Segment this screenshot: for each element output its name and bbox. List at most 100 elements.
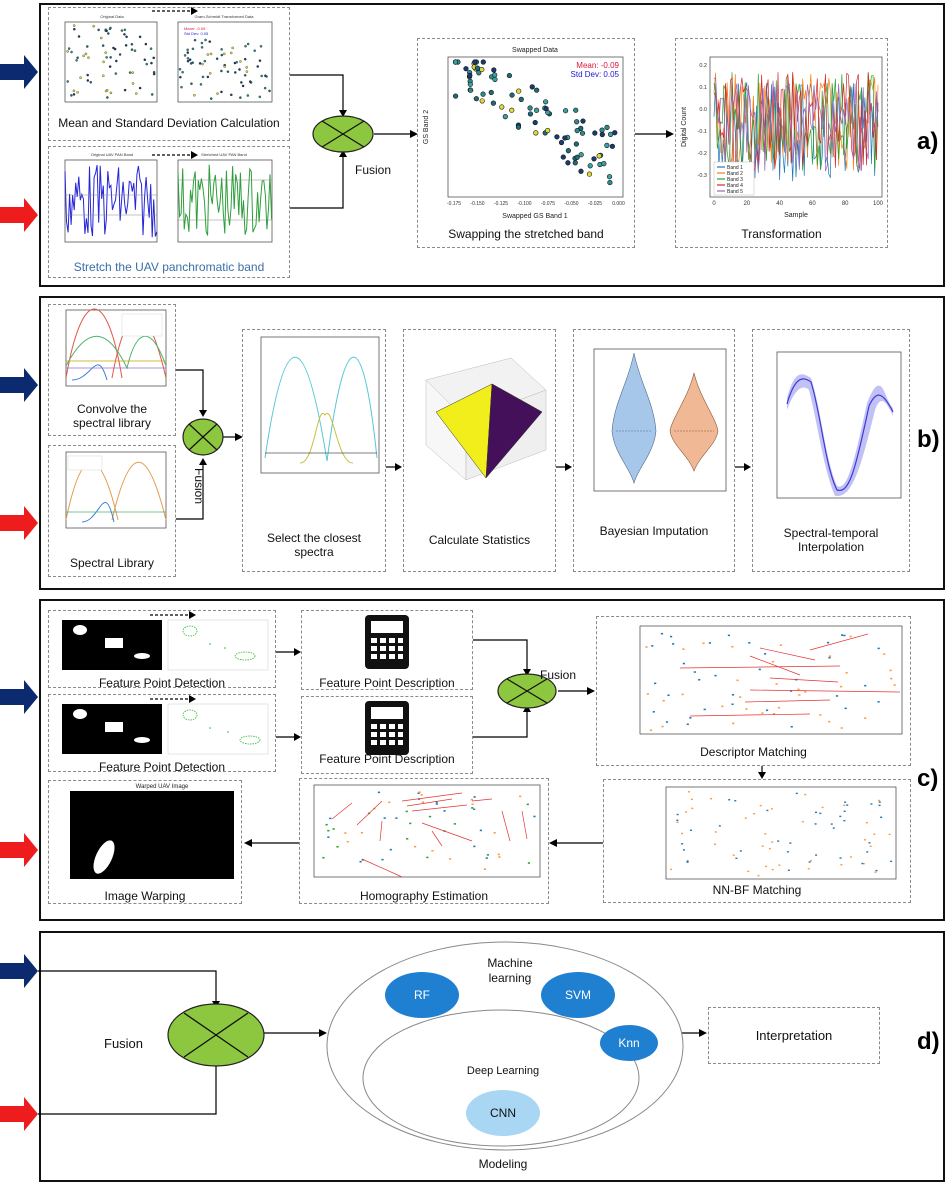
fusion-symbol-b [182,418,224,456]
blue-input-arrow-a [0,55,38,89]
interp-caption: Spectral-temporal Interpolation [783,526,879,554]
closest-caption: Select the closest spectra [266,531,362,559]
bayesian-violin-plot [593,348,727,492]
fusion-label-a: Fusion [355,163,392,177]
svg-text:Band 2: Band 2 [727,171,743,177]
library-caption: Spectral Library [69,556,155,570]
bayesian-box [573,329,735,572]
panel-b-connectors [176,369,751,520]
svg-text:0: 0 [712,201,716,207]
feature-detection-plot-2 [62,703,269,755]
dashed-arrow-icon [152,151,198,159]
interpolation-box [752,329,910,572]
svg-text:80: 80 [842,201,849,207]
describe-caption-1: Feature Point Description [319,676,455,690]
svg-text:Std Dev: 0.05: Std Dev: 0.05 [184,31,209,36]
mean-std-caption: Mean and Standard Deviation Calculation [58,116,280,130]
bayes-caption: Bayesian Imputation [599,524,709,538]
warp-caption: Image Warping [104,889,186,903]
svg-text:-0.175: -0.175 [447,201,461,207]
svg-text:Band 1: Band 1 [727,165,743,171]
modeling-label: Modeling [478,1157,528,1171]
swap-std: Std Dev: 0.05 [571,70,620,79]
svg-text:Band 5: Band 5 [727,189,743,195]
fusion-label-d: Fusion [104,1036,144,1051]
interpolation-line-plot [776,351,902,499]
svg-text:-0.100: -0.100 [517,201,531,207]
svg-text:-0.150: -0.150 [470,201,484,207]
swap-ylabel: GS Band 2 [423,110,430,144]
stats-caption: Calculate Statistics [428,533,531,547]
homography-plot [313,784,541,878]
interpretation-label: Interpretation [755,1028,833,1043]
svg-text:-0.125: -0.125 [494,201,508,207]
closest-spectra-plot [260,336,380,474]
rf-node: RF [385,972,459,1018]
fusion-label-c: Fusion [540,668,577,682]
svg-text:Mean: -0.05: Mean: -0.05 [184,26,206,31]
svg-text:60: 60 [809,201,816,207]
homography-box [299,778,549,904]
svg-text:0.000: 0.000 [612,201,625,207]
svg-text:100: 100 [873,201,884,207]
calculator-icon [365,701,409,755]
red-input-arrow-d [0,1097,38,1131]
descriptor-matching-box [596,616,911,766]
svg-text:-0.050: -0.050 [564,201,578,207]
svg-text:-0.2: -0.2 [698,151,707,157]
stretch-caption: Stretch the UAV panchromatic band [73,260,265,274]
svg-text:20: 20 [743,201,750,207]
trans-xlabel: Sample [784,212,808,219]
uav-pan-band-plot: Original UAV PAN Band [64,152,158,243]
dashed-arrow-icon [150,695,196,703]
svm-node: SVM [541,972,615,1018]
fusion-label-b: Fusion [192,468,206,505]
svg-text:-0.025: -0.025 [588,201,602,207]
gs-transformed-scatter: Gram-Schmidt Transformed Data Mean: -0.0… [177,14,273,103]
spectral-library-plot [65,451,167,529]
fusion-symbol-a [312,115,374,153]
fusion-symbol-d [167,1003,265,1067]
plot-uav-title: Original UAV PAN Band [91,152,133,157]
red-input-arrow-a [0,198,38,232]
svg-text:-0.1: -0.1 [698,129,707,135]
trans-ylabel: Digital Count [681,107,688,147]
calculator-icon [365,615,409,669]
panel-d-tag: d) [917,1028,940,1055]
feature-detection-plot-1 [62,619,269,671]
swap-title: Swapped Data [512,47,558,54]
swap-mean: Mean: -0.09 [576,61,619,70]
svg-text:Band 3: Band 3 [727,177,743,183]
nnbf-matching-box [603,779,911,903]
svg-text:-0.3: -0.3 [698,173,707,179]
describe-caption-2: Feature Point Description [319,752,455,766]
panel-a-connectors [290,74,674,209]
match-caption: Descriptor Matching [700,745,807,759]
plot-original-title: Original Data [100,14,124,19]
statistics-surface-plot [425,357,547,481]
dl-label: Deep Learning [466,1065,540,1077]
swap-caption: Swapping the stretched band [448,227,604,241]
homography-caption: Homography Estimation [359,889,489,903]
svg-text:Band 4: Band 4 [727,183,743,189]
blue-input-arrow-b [0,368,38,402]
detect-caption-2: Feature Point Detection [98,760,226,774]
knn-node: Knn [600,1025,658,1061]
swapped-data-scatter: Swapped Data Mean: -0.09 Std Dev: 0.05 -… [423,47,625,220]
red-input-arrow-c [0,833,38,867]
interpretation-box [708,1007,880,1064]
cnn-node: CNN [466,1090,540,1136]
dashed-arrow-icon [152,7,198,15]
convolved-spectra-plot [65,308,167,387]
blue-input-arrow-c [0,680,38,714]
fusion-symbol-c [497,673,557,709]
ml-label: Machine learning [487,956,533,985]
original-data-scatter: Original Data [64,14,158,103]
nnbf-caption: NN-BF Matching [712,883,802,897]
panel-a-tag: a) [917,128,939,155]
nnbf-matching-plot [665,786,897,880]
plot-gs-title: Gram-Schmidt Transformed Data [195,14,255,19]
detect-caption-1: Feature Point Detection [98,676,226,690]
svg-text:40: 40 [776,201,783,207]
stretched-pan-band-plot: Stretched UAV PAN Band [177,152,273,243]
